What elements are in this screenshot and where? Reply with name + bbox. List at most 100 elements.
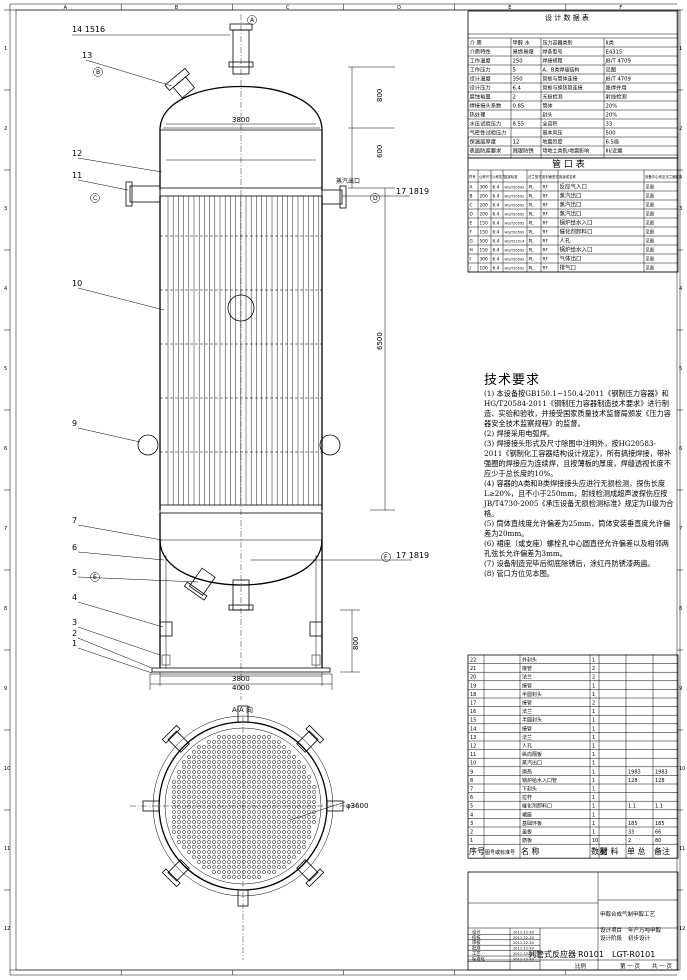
nozzle-cell: PL	[529, 185, 535, 191]
parts-cell: 接管	[522, 665, 532, 672]
design-cell: E4315	[606, 50, 623, 56]
nozzle-cell: PL	[529, 257, 535, 263]
parts-cell: 半圆封头	[522, 717, 542, 724]
nozzle-cell: H	[470, 248, 473, 254]
part-no-3: 3	[72, 618, 77, 627]
nozzle-cell: 300	[480, 257, 488, 263]
design-cell: JB/T 4709	[605, 59, 631, 65]
parts-head-cell: 序号	[469, 846, 485, 856]
nozzle-head-cell: 公称尺寸	[479, 174, 493, 179]
parts-cell: 1	[592, 735, 595, 741]
approval-label: 标准化	[472, 955, 486, 962]
nozzle-cell: PL	[529, 230, 535, 236]
parts-cell: 1	[592, 658, 595, 664]
parts-cell: 1.1	[655, 804, 663, 810]
dim-skirt-height: 800	[352, 637, 360, 650]
nozzle-cell: 锅炉给水入口	[560, 219, 593, 227]
design-cell: 甲醇 水	[513, 39, 531, 47]
approval-label: 审核	[472, 939, 481, 946]
parts-cell: 下封头	[522, 786, 537, 793]
nozzle-cell: RF	[543, 266, 549, 272]
nozzle-cell: 见图	[646, 221, 655, 227]
border-row-label: 9	[679, 686, 682, 692]
nozzle-cell: 锅炉给水入口	[560, 246, 593, 254]
dim-shell-diameter: 3800	[232, 116, 250, 124]
parts-cell: 66	[655, 830, 661, 836]
parts-cell: 接管	[522, 682, 532, 689]
design-cell: 12	[513, 140, 520, 146]
nozzle-cell: 6.4	[493, 194, 500, 200]
nozzle-cell: 见图	[646, 230, 655, 236]
parts-cell: 人孔	[522, 743, 532, 750]
approval-date: 2011-12-30	[513, 936, 535, 940]
baffle-lines	[160, 235, 322, 453]
nozzle-cell: 150	[480, 230, 488, 236]
design-cell: 基本风压	[543, 130, 563, 137]
design-cell: 筒体	[543, 103, 553, 110]
scale-label: 比例	[575, 962, 587, 970]
parts-cell: 7	[470, 787, 473, 793]
sheet-no: 第 一 页	[620, 962, 640, 970]
parts-cell: 128	[628, 778, 638, 784]
parts-cell: 1	[592, 683, 595, 689]
parts-cell: 15	[470, 718, 476, 724]
note-line: (4) 容器的A类和B类焊接接头应进行无损检测，探伤长度L≥20%，且不小于25…	[484, 479, 674, 518]
design-cell: 500	[606, 131, 617, 137]
notes-heading: 技术要求	[484, 373, 541, 388]
drawing-title: 列管式反应器	[528, 949, 576, 959]
design-cell: 见图	[606, 66, 617, 74]
nozzle-head-cell: 密封面型式	[542, 174, 560, 179]
parts-cell: 8	[470, 778, 473, 784]
parts-cell: 接管	[522, 700, 532, 707]
nozzle-cell: HG/T20592	[505, 204, 525, 208]
nozzle-cell: 6.4	[493, 221, 500, 227]
parts-cell: 2	[470, 830, 473, 836]
nozzle-cell: RF	[543, 257, 549, 263]
parts-cell: 法兰	[522, 708, 532, 715]
border-col-label: E	[508, 5, 511, 11]
nozzle-cell: E	[470, 221, 473, 227]
border-row-label: 4	[4, 286, 7, 292]
design-cell: 33	[606, 122, 613, 128]
dim-top-height: 800	[376, 89, 384, 102]
nozzle-cell: G	[470, 239, 473, 245]
design-stage-label: 设计阶段	[600, 934, 623, 942]
balloon-d: D	[373, 195, 378, 202]
parts-cell: 1	[592, 744, 595, 750]
border-row-label: 8	[679, 606, 682, 612]
border-row-label: 11	[4, 846, 10, 852]
parts-cell: 1	[592, 812, 595, 818]
parts-cell: 1	[592, 795, 595, 801]
parts-cell: 2	[592, 675, 595, 681]
nozzle-cell: HG/T20592	[505, 231, 525, 235]
nozzle-cell: PL	[529, 266, 535, 272]
parts-cell: 4	[470, 812, 473, 818]
nozzle-cell: RF	[543, 203, 549, 209]
nozzle-cell: RF	[543, 194, 549, 200]
design-cell: 全容积	[543, 121, 558, 128]
nozzle-cell: 见图	[646, 239, 655, 245]
nozzle-cell: F	[470, 230, 473, 236]
parts-cell: 1	[592, 787, 595, 793]
parts-cell: 2	[592, 666, 595, 672]
border-row-label: 8	[4, 606, 7, 612]
design-cell: 350	[513, 77, 524, 83]
design-cell: 6.5级	[606, 138, 620, 146]
nozzle-cell: 见图	[646, 212, 655, 218]
approval-label: 校核	[472, 934, 481, 941]
nozzle-cell: HG/T21514	[505, 240, 526, 244]
parts-head-cell: 备注	[654, 846, 670, 856]
parts-cell: 80	[655, 838, 661, 844]
parts-cell: 1	[592, 830, 595, 836]
border-row-label: 10	[4, 766, 10, 772]
part-no-1: 1	[72, 639, 77, 648]
nozzle-cell: RF	[543, 185, 549, 191]
parts-cell: 185	[628, 821, 638, 827]
design-cell: 水压试验压力	[470, 120, 502, 128]
parts-cell: 185	[655, 821, 665, 827]
design-cell: 管板与换热管连接	[543, 85, 583, 92]
approval-date: 2011-12-30	[513, 941, 535, 945]
nozzle-cell: PL	[529, 194, 535, 200]
dim-base-inner: 3800	[232, 675, 250, 683]
